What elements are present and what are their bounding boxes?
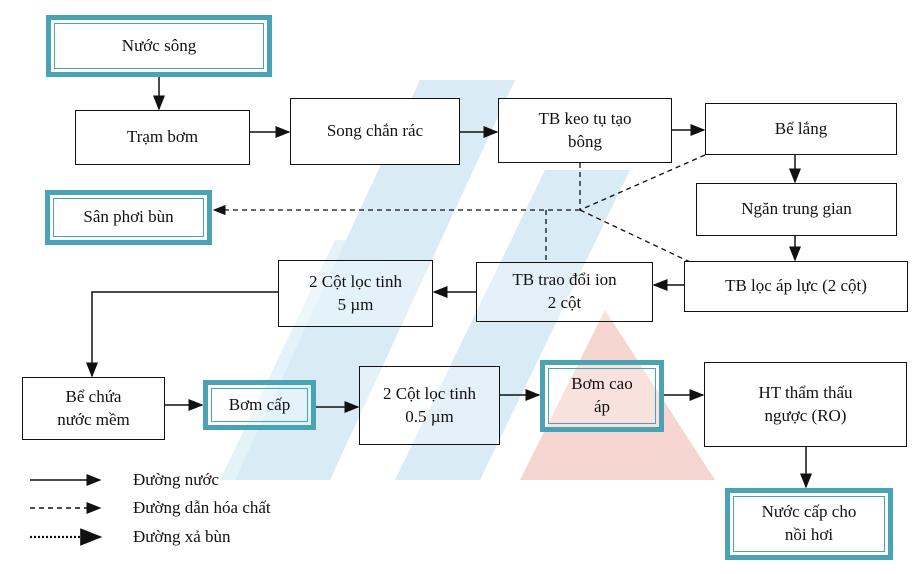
legend-sludge-line: Đường xả bùn [133, 527, 231, 546]
legend-lines [30, 474, 103, 546]
node-river-water: Nước sông [46, 15, 272, 77]
node-feed-pump: Bơm cấp [203, 380, 316, 430]
node-fine-filter-5um: 2 Cột lọc tinh 5 µm [278, 260, 433, 327]
water-flow-arrows [86, 77, 812, 489]
node-pressure-filter: TB lọc áp lực (2 cột) [684, 261, 908, 312]
node-trash-screen: Song chắn rác [290, 98, 460, 165]
sludge-lines [212, 154, 706, 263]
node-ion-exchange: TB trao đổi ion 2 cột [476, 262, 653, 322]
node-fine-filter-0-5um: 2 Cột lọc tinh 0.5 µm [359, 366, 500, 445]
legend-water-line: Đường nước [133, 470, 219, 489]
node-soft-water-tank: Bể chứa nước mềm [22, 377, 165, 440]
node-coagulation: TB keo tụ tạo bông [498, 98, 672, 163]
node-intermediate-tank: Ngăn trung gian [696, 183, 897, 236]
node-ro-system: HT thẩm thấu ngược (RO) [704, 362, 907, 447]
legend-chemical-line: Đường dẫn hóa chất [133, 498, 271, 517]
node-sludge-drying-bed: Sân phơi bùn [45, 190, 212, 245]
node-settling-tank: Bể lắng [705, 103, 897, 155]
node-boiler-feed-water: Nước cấp cho nồi hơi [725, 488, 893, 560]
node-pump-station: Trạm bơm [75, 110, 250, 165]
node-high-pressure-pump: Bơm cao áp [540, 360, 664, 432]
